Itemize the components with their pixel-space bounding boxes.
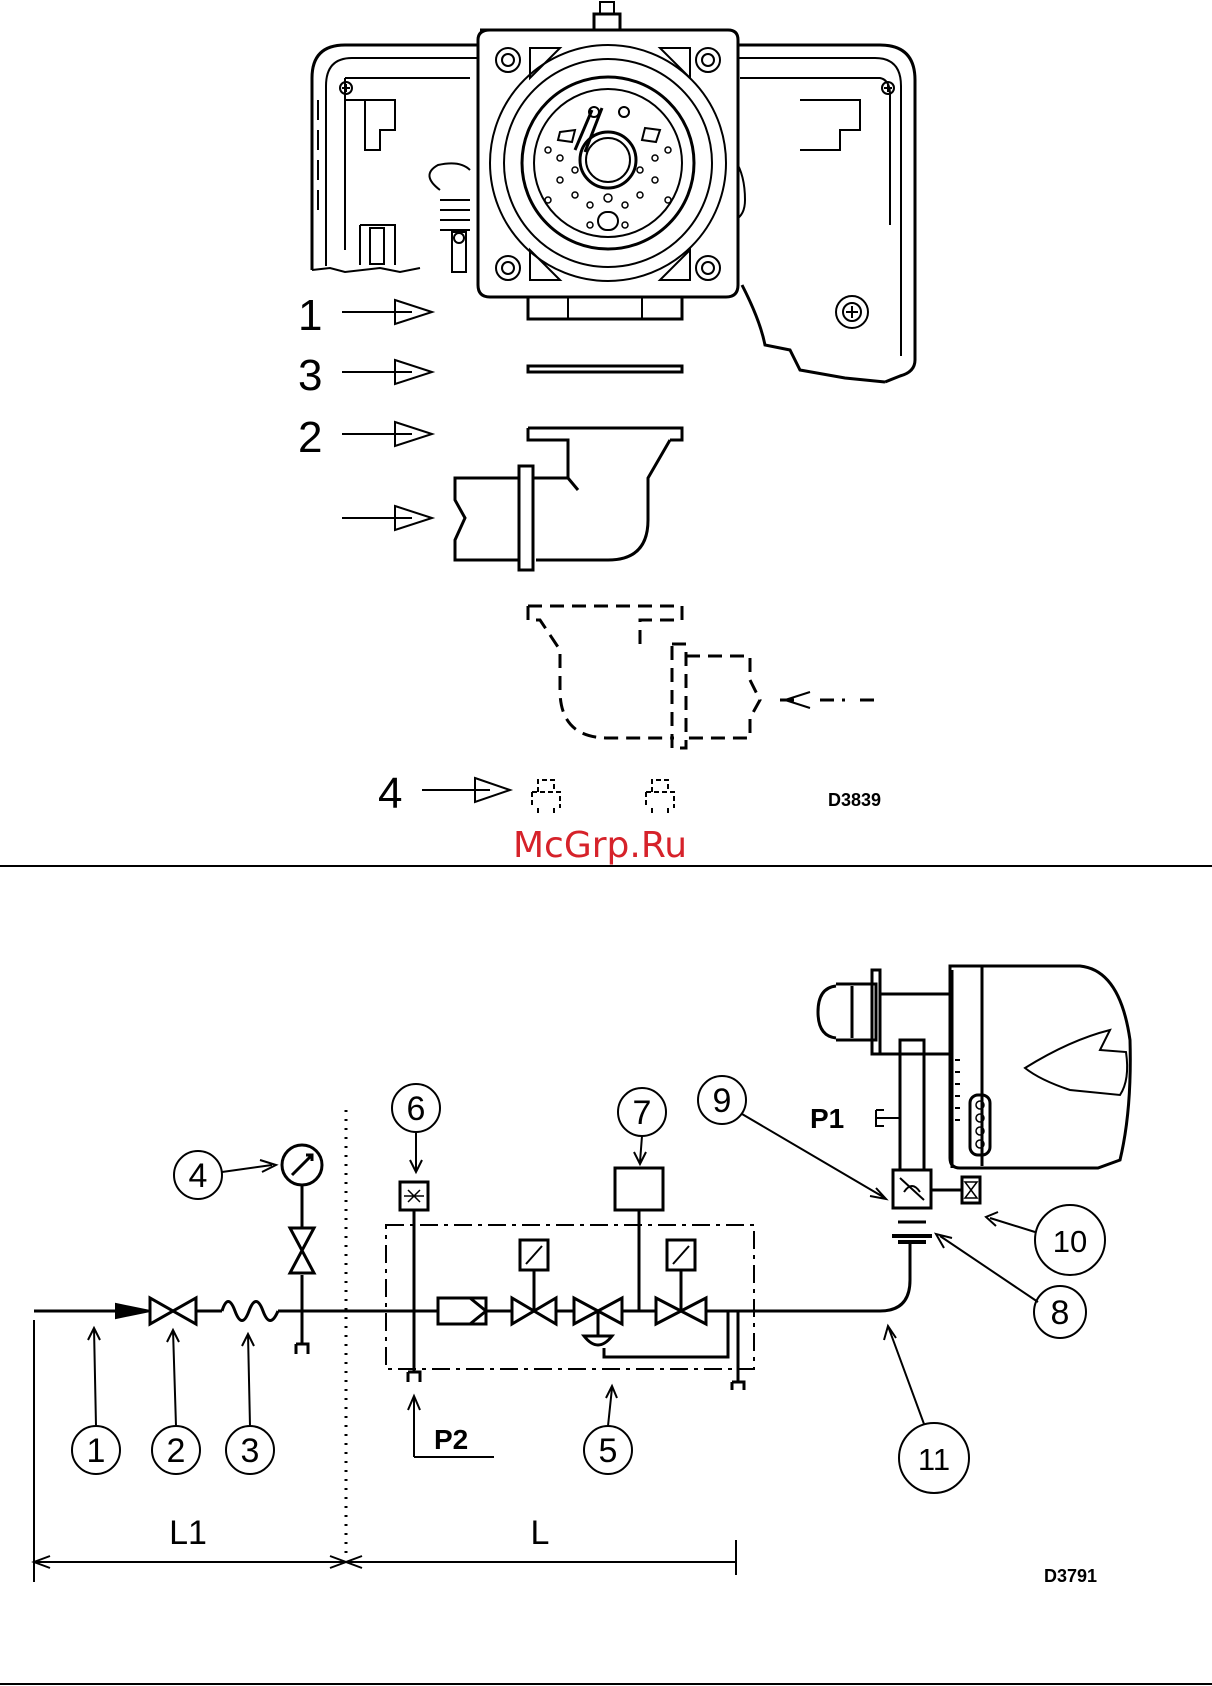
svg-text:2: 2 [167,1432,186,1470]
square-flange [478,2,738,297]
arrow-2 [342,422,432,446]
callout-2: 2 [152,1330,200,1474]
part-2-elbow [455,428,682,570]
anti-vibration-joint-3 [222,1302,278,1321]
svg-text:3: 3 [241,1432,260,1470]
inlet-arrow [342,506,432,530]
alternate-elbow-dashed [528,606,875,748]
dimension-l: L [531,1514,550,1552]
svg-text:9: 9 [713,1082,732,1120]
pressure-switch-6 [400,1182,428,1382]
safety-valve [512,1240,556,1324]
callout-1: 1 [72,1328,120,1474]
part-1-block [528,297,682,319]
callout-5: 5 [584,1386,632,1474]
svg-text:1: 1 [87,1432,106,1470]
manometer-branch [290,1186,314,1354]
filter [438,1298,486,1324]
pressure-switch-7 [615,1168,663,1311]
figure-code-bottom: D3791 [1044,1566,1097,1586]
arrow-3 [342,360,432,384]
callout-9: 9 [698,1076,886,1199]
label-2-top: 2 [298,413,322,462]
part-3-gasket [528,366,682,372]
svg-text:10: 10 [1053,1224,1087,1259]
callout-11: 11 [884,1326,969,1493]
callout-6: 6 [392,1084,440,1172]
arrow-1 [342,300,432,324]
svg-text:11: 11 [918,1442,950,1477]
main-valve [656,1240,706,1324]
label-4-top: 4 [378,769,402,818]
callout-3: 3 [226,1334,274,1474]
dimension-l1: L1 [169,1514,207,1552]
label-3-top: 3 [298,351,322,400]
burner-unit [818,966,1130,1242]
svg-text:6: 6 [407,1090,426,1128]
pressure-point-p2: P2 [434,1424,468,1455]
pressure-point-p1: P1 [810,1103,844,1134]
callout-10: 10 [986,1205,1105,1275]
svg-text:5: 5 [599,1432,618,1470]
flow-arrowhead [116,1304,150,1318]
manometer-4 [282,1145,322,1185]
svg-text:7: 7 [633,1094,652,1132]
ball-valve-2 [150,1298,196,1324]
watermark: McGrp.Ru [513,825,687,866]
figure-code-top: D3839 [828,790,881,810]
outlet-test-point [732,1311,744,1390]
part-4-screws [532,780,674,815]
label-1-top: 1 [298,291,322,340]
callout-7: 7 [618,1088,666,1164]
svg-text:4: 4 [189,1157,208,1195]
callout-4: 4 [174,1151,276,1199]
svg-text:8: 8 [1051,1294,1070,1332]
arrow-4 [422,778,510,802]
